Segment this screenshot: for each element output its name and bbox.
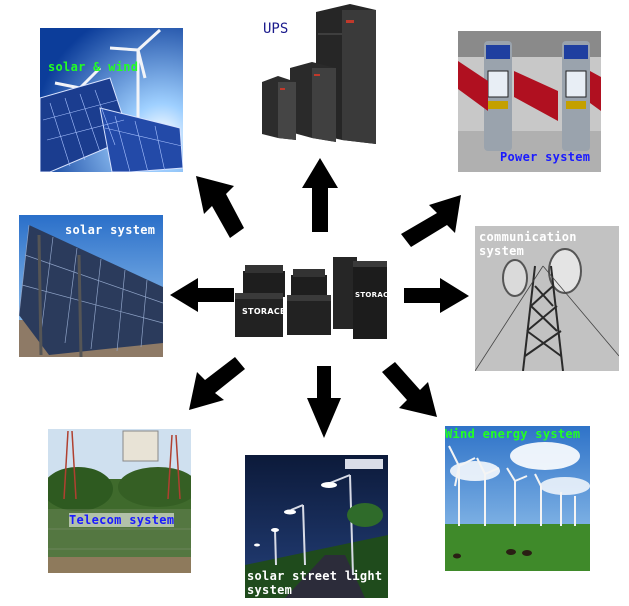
power-system-image: Power system: [458, 31, 601, 172]
communication-system-label: communication system: [479, 230, 577, 258]
solar-wind-label: solar & wind: [48, 60, 139, 74]
street-light-image: solar street light system: [245, 455, 388, 598]
arrow-left-icon: [170, 278, 234, 312]
arrow-up-left-icon: [196, 176, 244, 238]
battery-group-image: STORACE STORACE: [233, 255, 393, 340]
ups-image: [258, 4, 376, 144]
solar-system-label: solar system: [65, 223, 156, 237]
solar-wind-image: solar & wind: [40, 28, 183, 172]
telecom-system-label: Telecom system: [69, 513, 175, 527]
street-light-label: solar street light system: [247, 569, 383, 597]
arrow-down-right-icon: [382, 362, 437, 417]
wind-energy-label: Wind energy system: [445, 427, 581, 441]
battery-brand-label: STORACE: [242, 307, 286, 316]
arrow-down-icon: [307, 366, 341, 438]
communication-system-image: communication system: [475, 226, 619, 371]
battery-brand-label-tall: STORACE: [355, 291, 393, 299]
arrow-right-icon: [404, 278, 469, 313]
ups-label: UPS: [263, 21, 289, 37]
arrow-up-icon: [302, 158, 338, 232]
power-system-label: Power system: [500, 150, 591, 164]
arrow-up-right-icon: [401, 195, 461, 247]
wind-energy-image: Wind energy system: [445, 426, 590, 571]
arrow-down-left-icon: [189, 357, 245, 410]
solar-system-image: solar system: [19, 215, 163, 357]
telecom-system-image: Telecom system: [48, 429, 191, 573]
